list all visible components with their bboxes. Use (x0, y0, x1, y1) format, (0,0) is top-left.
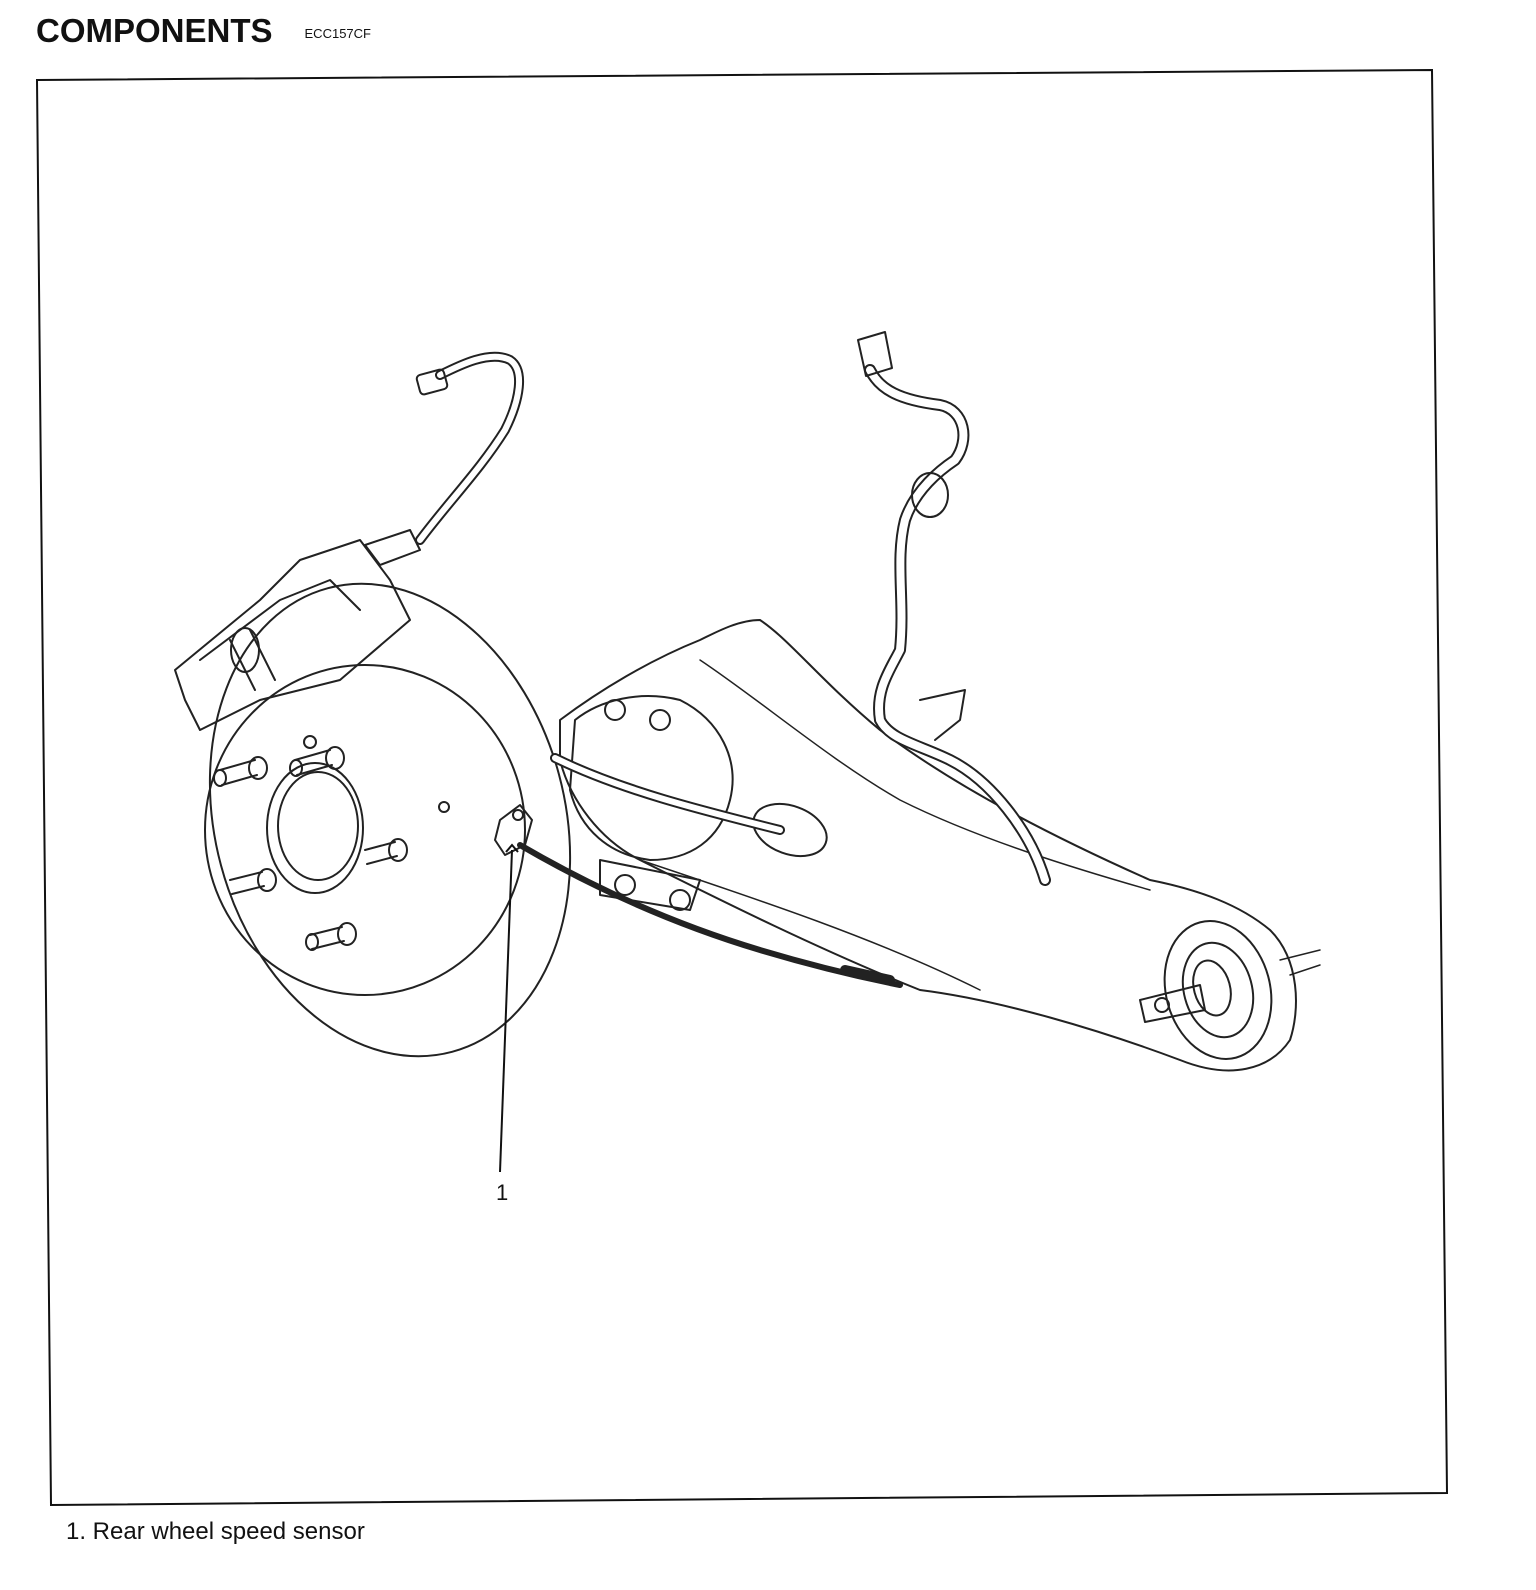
wheel-studs (213, 746, 408, 951)
sensor-harness (864, 364, 1051, 886)
section-heading: COMPONENTS ECC157CF (36, 12, 371, 50)
callout-leader-1 (499, 849, 513, 1173)
document-code: ECC157CF (304, 26, 371, 41)
rear-bushing (1163, 920, 1273, 1060)
wheel-speed-sensor (494, 804, 533, 856)
trailing-arm (559, 619, 1297, 1072)
brake-disc (208, 582, 572, 1058)
harness-connector (857, 331, 893, 377)
sensor-cable (517, 842, 903, 988)
brake-hose (415, 351, 525, 545)
wheel-hub (266, 762, 364, 894)
diagram-frame (35, 68, 1449, 1507)
page-title: COMPONENTS (36, 12, 273, 49)
knuckle (569, 695, 734, 861)
callout-number-1: 1 (496, 1180, 508, 1205)
legend-item-1: 1. Rear wheel speed sensor (66, 1518, 365, 1545)
brake-caliper (174, 539, 411, 731)
